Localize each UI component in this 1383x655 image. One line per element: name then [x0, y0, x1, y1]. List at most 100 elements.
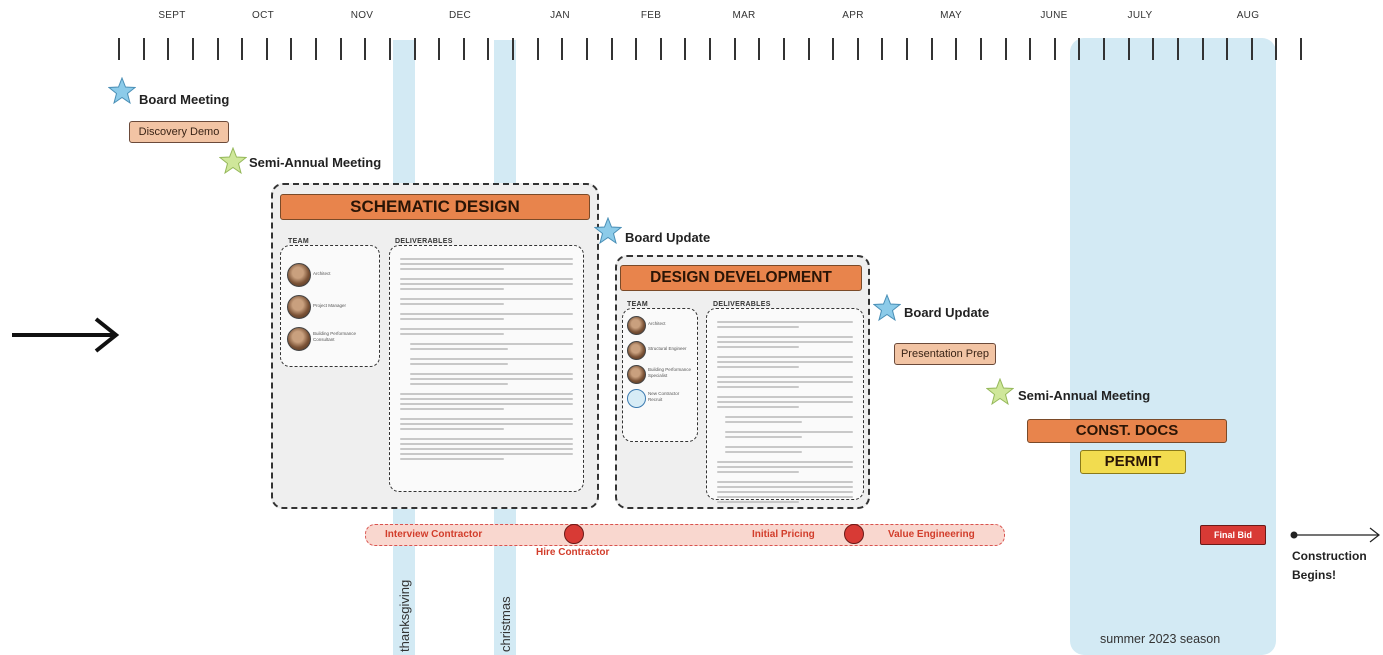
deliverable-text-line	[400, 258, 573, 260]
deliverable-text-line	[400, 443, 573, 445]
dd-team-box: Architect Structural Engineer Building P…	[622, 308, 698, 442]
team-member-name: Architect	[648, 321, 666, 326]
deliverable-text-line	[400, 333, 504, 335]
const-docs-bar: CONST. DOCS	[1027, 419, 1227, 443]
week-tick	[1103, 38, 1105, 60]
schematic-design-title: SCHEMATIC DESIGN	[280, 194, 590, 220]
avatar	[627, 341, 646, 360]
week-tick	[906, 38, 908, 60]
board-update-label: Board Update	[625, 230, 711, 245]
construction-begins-line2: Begins!	[1292, 568, 1337, 582]
avatar	[287, 327, 311, 351]
team-member-name: Architect	[313, 271, 331, 276]
week-tick	[1177, 38, 1179, 60]
month-label: SEPT	[158, 10, 186, 21]
deliverable-text-line	[725, 451, 802, 453]
deliverable-text-line	[400, 408, 504, 410]
deliverable-text-line	[717, 381, 853, 383]
deliverable-text-line	[410, 383, 508, 385]
deliverable-text-line	[717, 376, 853, 378]
deliverable-text-line	[717, 336, 853, 338]
semi-annual-meeting-label: Semi-Annual Meeting	[249, 155, 382, 170]
value-engineering-label: Value Engineering	[888, 529, 975, 540]
deliverable-text-line	[717, 396, 853, 398]
week-tick	[537, 38, 539, 60]
team-member-name: Structural Engineer	[648, 346, 687, 351]
thanksgiving-label: thanksgiving	[397, 579, 412, 652]
week-tick	[980, 38, 982, 60]
deliverable-text-line	[717, 486, 853, 488]
month-label: JAN	[550, 10, 570, 21]
month-label: JUNE	[1040, 10, 1068, 21]
semi-annual-meeting-label: Semi-Annual Meeting	[1018, 388, 1151, 403]
week-tick	[734, 38, 736, 60]
deliverable-text-line	[400, 268, 504, 270]
week-tick	[709, 38, 711, 60]
deliverable-text-line	[400, 303, 504, 305]
hire-contractor-dot	[564, 524, 584, 544]
week-tick	[586, 38, 588, 60]
team-member-name: Building Performance Consultant	[313, 331, 357, 342]
week-tick	[364, 38, 366, 60]
deliverables-label: DELIVERABLES	[395, 238, 453, 245]
right-arrow-icon	[12, 317, 120, 353]
team-member-name: Building Performance Specialist	[648, 367, 692, 378]
week-tick	[1128, 38, 1130, 60]
week-tick	[315, 38, 317, 60]
month-label: OCT	[251, 10, 275, 21]
month-label: DEC	[448, 10, 472, 21]
week-tick	[217, 38, 219, 60]
deliverable-text-line	[400, 313, 573, 315]
week-tick	[512, 38, 514, 60]
deliverable-text-line	[400, 403, 573, 405]
week-tick	[463, 38, 465, 60]
week-tick	[487, 38, 489, 60]
week-tick	[611, 38, 613, 60]
week-tick	[389, 38, 391, 60]
month-label: MAR	[732, 10, 756, 21]
month-label: APR	[842, 10, 864, 21]
construction-begins-line1: Construction	[1292, 549, 1367, 563]
value-engineering-dot	[844, 524, 864, 544]
final-bid-label: Final Bid	[1214, 530, 1252, 540]
deliverable-text-line	[725, 416, 853, 418]
deliverable-text-line	[717, 496, 853, 498]
deliverable-text-line	[717, 386, 799, 388]
week-tick	[783, 38, 785, 60]
deliverable-text-line	[400, 398, 573, 400]
deliverable-text-line	[717, 501, 799, 503]
deliverable-text-line	[717, 346, 799, 348]
avatar	[287, 263, 311, 287]
deliverable-text-line	[410, 363, 508, 365]
week-tick	[1005, 38, 1007, 60]
team-member-name: New Contractor Recruit	[648, 391, 680, 402]
week-tick	[340, 38, 342, 60]
deliverable-text-line	[400, 428, 504, 430]
deliverable-text-line	[400, 318, 504, 320]
week-tick	[955, 38, 957, 60]
deliverable-text-line	[717, 471, 799, 473]
schematic-design-phase: SCHEMATIC DESIGN TEAM DELIVERABLES Archi…	[271, 183, 599, 509]
deliverable-text-line	[717, 326, 799, 328]
schematic-deliverables-box	[389, 245, 584, 492]
deliverable-text-line	[400, 263, 573, 265]
week-tick	[266, 38, 268, 60]
week-tick	[881, 38, 883, 60]
week-tick	[414, 38, 416, 60]
deliverable-text-line	[725, 431, 853, 433]
deliverable-text-line	[400, 328, 573, 330]
deliverable-text-line	[400, 298, 573, 300]
deliverable-text-line	[717, 341, 853, 343]
avatar	[627, 365, 646, 384]
week-tick	[1275, 38, 1277, 60]
month-label: AUG	[1236, 10, 1260, 21]
deliverable-text-line	[725, 421, 802, 423]
star-icon	[986, 378, 1014, 406]
deliverable-text-line	[717, 366, 799, 368]
week-tick	[808, 38, 810, 60]
week-tick	[561, 38, 563, 60]
week-ticks	[118, 38, 1302, 60]
week-tick	[290, 38, 292, 60]
deliverable-text-line	[400, 423, 573, 425]
team-member-name: Project Manager	[313, 303, 347, 308]
